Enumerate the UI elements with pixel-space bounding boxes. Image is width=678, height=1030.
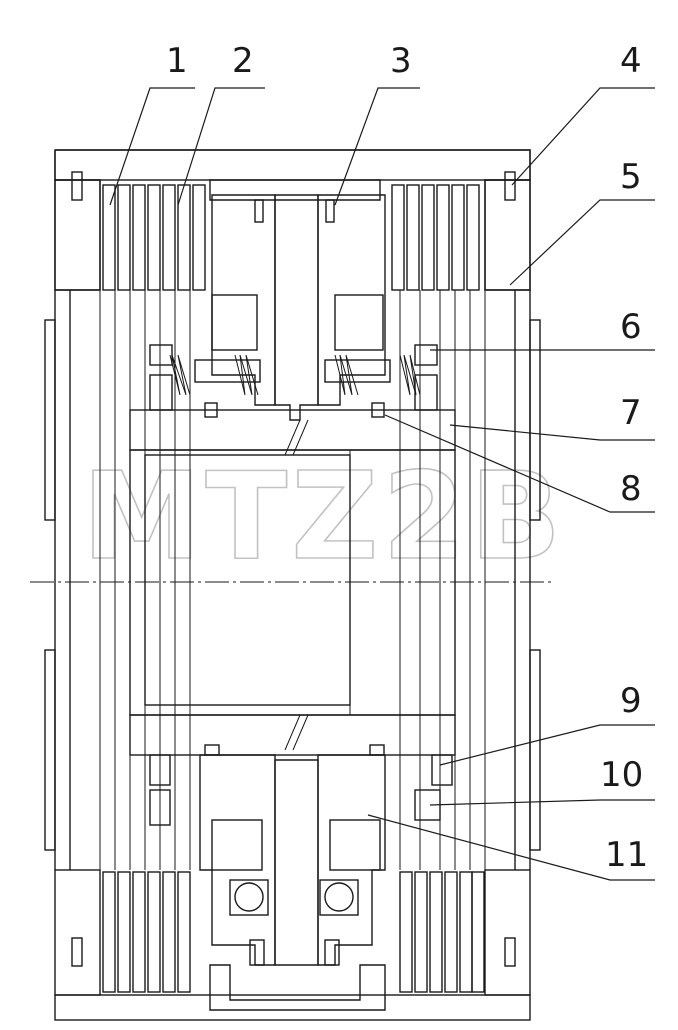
hub-bottom xyxy=(129,714,456,756)
callout-3: 3 xyxy=(390,41,412,81)
callout-6: 6 xyxy=(620,307,642,347)
disc-guide-lines xyxy=(114,290,471,870)
right-disc-pack-top xyxy=(391,184,480,291)
callout-4: 4 xyxy=(620,41,642,81)
right-disc-pack-bottom xyxy=(399,871,485,993)
pistons-bottom xyxy=(199,754,386,966)
snap-rings xyxy=(71,171,516,967)
left-disc-pack-top xyxy=(102,184,206,291)
callout-7: 7 xyxy=(620,393,642,433)
bearings-bottom xyxy=(229,879,359,916)
leader-lines xyxy=(109,87,655,881)
outer-drum-top xyxy=(54,149,531,291)
callout-9: 9 xyxy=(620,681,642,721)
return-springs-top xyxy=(149,344,438,411)
left-disc-pack-bottom xyxy=(102,871,191,993)
watermark-text: MTZ2B xyxy=(82,448,565,587)
side-walls xyxy=(44,290,541,870)
outer-drum-bottom xyxy=(54,869,531,1021)
pistons-top xyxy=(211,194,386,406)
retaining-plates-bottom xyxy=(149,754,453,826)
callout-8: 8 xyxy=(620,469,642,509)
bottom-shell-lip xyxy=(209,964,386,1011)
callout-11: 11 xyxy=(605,835,648,875)
callout-labels: 1 2 3 4 5 6 7 8 9 10 11 xyxy=(166,41,648,875)
callout-2: 2 xyxy=(232,41,254,81)
callout-1: 1 xyxy=(166,41,188,81)
callout-5: 5 xyxy=(620,157,642,197)
callout-10: 10 xyxy=(600,755,643,795)
